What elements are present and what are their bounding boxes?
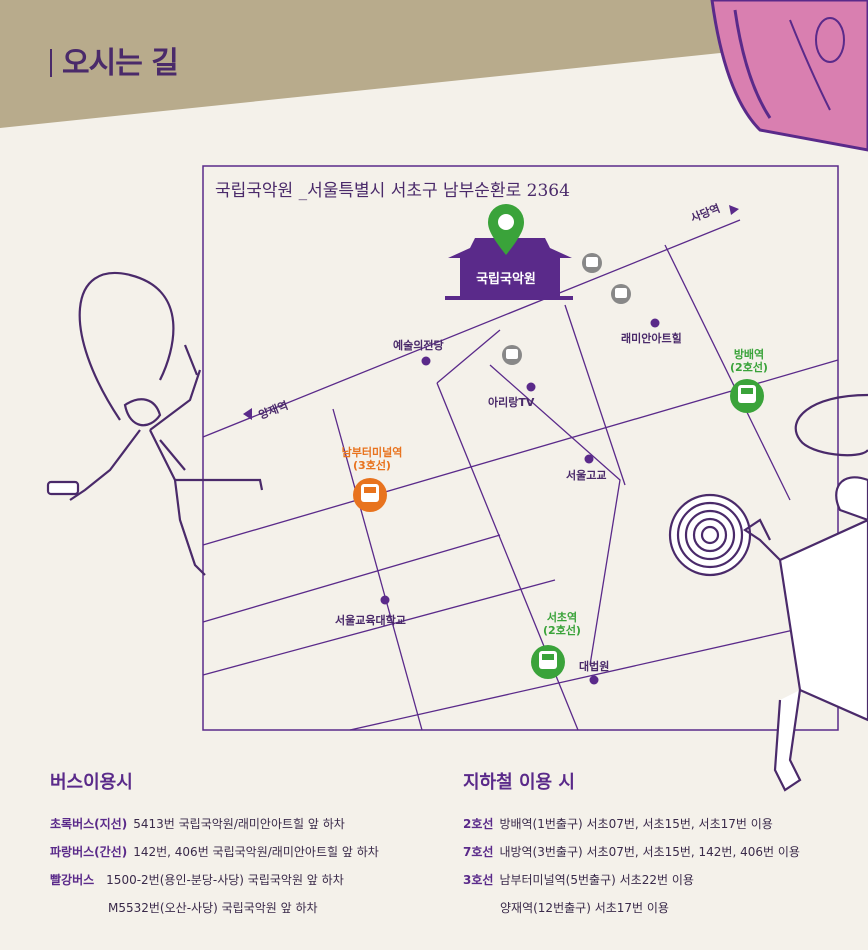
bus-stop-icon <box>611 284 631 304</box>
landmark-dots <box>380 318 660 685</box>
station-line: (3호선) <box>353 459 391 472</box>
court-label: 대법원 <box>579 660 610 673</box>
station-line: (2호선) <box>730 361 768 374</box>
subway-heading: 지하철 이용 시 <box>463 772 575 793</box>
performer-illustration <box>668 393 868 792</box>
bus-row: 파랑버스(간선) 142번, 406번 국립국악원/래미안아트힐 앞 하차 <box>50 842 379 870</box>
bus-desc: 1500-2번(용인-분당-사당) 국립국악원 앞 하차 <box>106 873 344 887</box>
subway-desc: 양재역(12번출구) 서초17번 이용 <box>500 901 669 915</box>
bus-type: 빨강버스 <box>50 873 95 887</box>
map-frame <box>202 165 839 731</box>
bus-stop-icon <box>582 253 602 273</box>
subway-station-icon-bangbae <box>730 379 764 413</box>
bus-stop-icon <box>502 345 522 365</box>
subway-desc: 내방역(3번출구) 서초07번, 서초15번, 142번, 406번 이용 <box>499 845 800 859</box>
subway-row: 2호선 방배역(1번출구) 서초07번, 서초15번, 서초17번 이용 <box>463 814 800 842</box>
subway-line: 7호선 <box>463 845 494 859</box>
station-line: (2호선) <box>543 624 581 637</box>
subway-line: 3호선 <box>463 873 494 887</box>
station-name: 남부터미널역 <box>341 446 403 459</box>
subway-station-icon-nambu <box>353 478 387 512</box>
drum-illustration <box>710 0 868 152</box>
arrow-left-icon <box>243 408 252 420</box>
bus-row: 초록버스(지선) 5413번 국립국악원/래미안아트힐 앞 하차 <box>50 814 379 842</box>
raemian-label: 래미안아트힐 <box>621 332 682 345</box>
bangbae-station-label: 방배역 (2호선) <box>727 348 771 374</box>
bus-row: 빨강버스 1500-2번(용인-분당-사당) 국립국악원 앞 하차 <box>50 870 379 898</box>
station-name: 방배역 <box>733 348 765 361</box>
map-address-title: 국립국악원 _서울특별시 서초구 남부순환로 2364 <box>215 181 570 201</box>
bus-desc: M5532번(오산-사당) 국립국악원 앞 하차 <box>108 901 318 915</box>
map-roads <box>202 219 839 731</box>
bus-row: M5532번(오산-사당) 국립국악원 앞 하차 <box>50 898 379 926</box>
seoul-high-label: 서울고교 <box>566 469 607 482</box>
seocho-station-label: 서초역 (2호선) <box>540 611 584 637</box>
gugak-center-building <box>445 238 573 300</box>
subway-info-section: 지하철 이용 시 2호선 방배역(1번출구) 서초07번, 서초15번, 서초17… <box>463 768 800 926</box>
subway-row: 양재역(12번출구) 서초17번 이용 <box>463 898 800 926</box>
bus-desc: 5413번 국립국악원/래미안아트힐 앞 하차 <box>133 817 345 831</box>
subway-station-icon-seocho <box>531 645 565 679</box>
station-name: 서초역 <box>546 611 578 624</box>
bus-type: 파랑버스(간선) <box>50 845 128 859</box>
location-pin-icon <box>488 204 524 255</box>
nambu-station-label: 남부터미널역 (3호선) <box>337 446 407 472</box>
arts-center-label: 예술의전당 <box>393 339 444 352</box>
edu-univ-label: 서울교육대학교 <box>335 614 406 627</box>
bus-heading: 버스이용시 <box>50 772 133 793</box>
dancer-illustration <box>46 272 264 576</box>
subway-desc: 방배역(1번출구) 서초07번, 서초15번, 서초17번 이용 <box>499 817 773 831</box>
page-title: 오시는 길 <box>50 38 179 82</box>
bus-type: 초록버스(지선) <box>50 817 128 831</box>
subway-row: 7호선 내방역(3번출구) 서초07번, 서초15번, 142번, 406번 이용 <box>463 842 800 870</box>
gugak-center-label: 국립국악원 <box>476 272 536 287</box>
bus-desc: 142번, 406번 국립국악원/래미안아트힐 앞 하차 <box>133 845 379 859</box>
subway-row: 3호선 남부터미널역(5번출구) 서초22번 이용 <box>463 870 800 898</box>
header-banner <box>0 0 730 128</box>
subway-desc: 남부터미널역(5번출구) 서초22번 이용 <box>499 873 694 887</box>
bus-info-section: 버스이용시 초록버스(지선) 5413번 국립국악원/래미안아트힐 앞 하차 파랑… <box>50 768 379 926</box>
arirang-label: 아리랑TV <box>488 396 535 409</box>
arrow-right-icon <box>729 205 739 215</box>
subway-line: 2호선 <box>463 817 494 831</box>
